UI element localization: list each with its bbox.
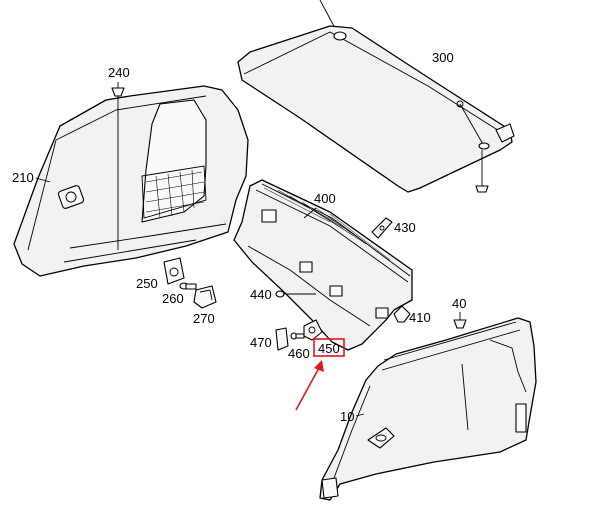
label-40: 40 <box>452 296 466 311</box>
part-210-left-side-trim[interactable] <box>13 82 249 277</box>
label-300: 300 <box>432 50 454 65</box>
part-470-bracket[interactable] <box>275 327 289 351</box>
part-400-loading-sill-trim[interactable] <box>233 179 413 351</box>
label-260: 260 <box>162 291 184 306</box>
part-440-screw[interactable] <box>275 290 316 298</box>
storage-net <box>141 165 207 219</box>
label-400: 400 <box>314 191 336 206</box>
part-300-load-cover[interactable] <box>237 0 515 193</box>
part-270-cap[interactable] <box>193 285 217 309</box>
part-240-clip[interactable] <box>111 87 125 97</box>
cover-strap-line <box>319 0 337 31</box>
label-450: 450 <box>318 341 340 356</box>
label-270: 270 <box>193 311 215 326</box>
cover-hook <box>478 142 490 150</box>
label-470: 470 <box>250 335 272 350</box>
part-430-clip[interactable] <box>371 217 393 239</box>
part-460-screw[interactable] <box>290 332 305 340</box>
vent-grille <box>57 185 85 209</box>
label-410: 410 <box>409 310 431 325</box>
part-40-clip[interactable] <box>453 312 467 329</box>
part-250-bracket[interactable] <box>163 257 185 285</box>
part-410-push-clip[interactable] <box>393 305 411 323</box>
label-460: 460 <box>288 346 310 361</box>
trim-vent <box>515 403 527 433</box>
cover-clip <box>475 185 489 193</box>
highlight-arrow <box>295 360 324 411</box>
label-430: 430 <box>394 220 416 235</box>
label-250: 250 <box>136 276 158 291</box>
highlight-box-450 <box>313 338 345 357</box>
label-10: 10 <box>340 409 354 424</box>
part-10-right-side-trim[interactable] <box>319 317 537 501</box>
cover-strap <box>459 103 485 147</box>
part-450-latch[interactable] <box>303 319 323 341</box>
handle-recess <box>367 427 395 449</box>
latch-cutout <box>261 209 277 223</box>
label-240: 240 <box>108 65 130 80</box>
label-440: 440 <box>250 287 272 302</box>
label-210: 210 <box>12 170 34 185</box>
part-260-screw[interactable] <box>179 282 197 290</box>
cover-mount-point <box>333 31 347 41</box>
